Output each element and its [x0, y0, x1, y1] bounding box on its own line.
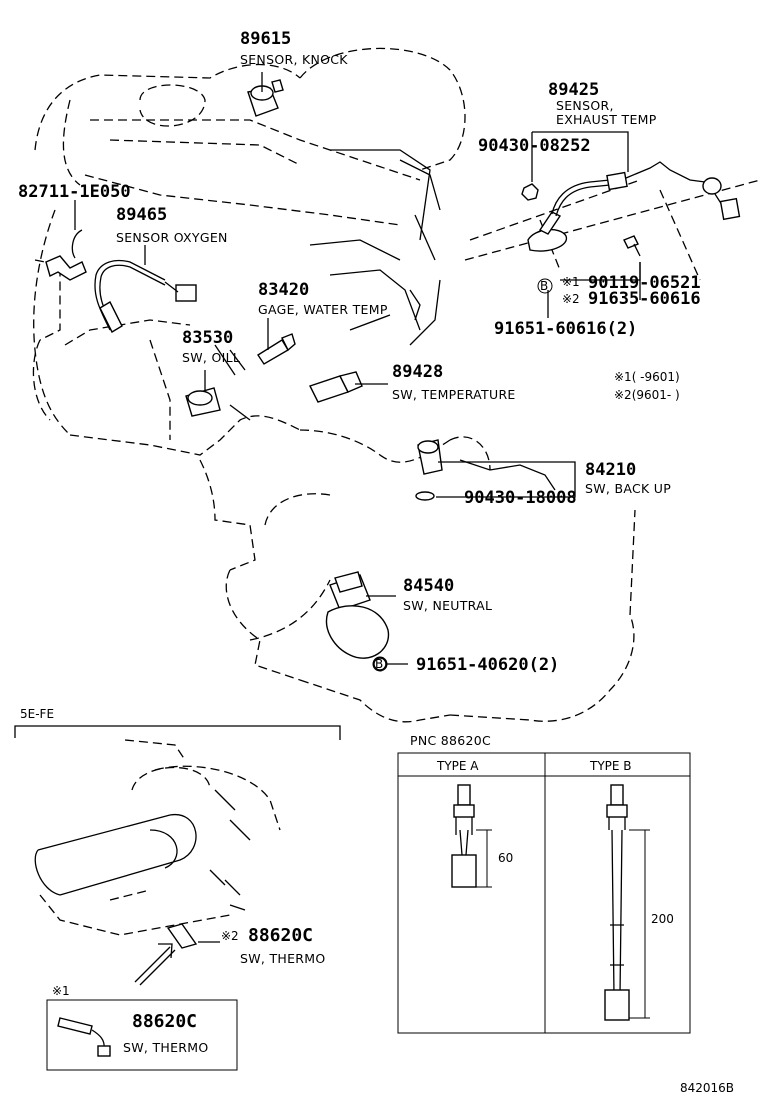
part-name-oil-switch: SW, OILL: [182, 350, 240, 365]
revision-note-1: ※1( -9601): [614, 370, 680, 384]
part-number-91635: 91635-60616: [588, 289, 701, 309]
leader-lines: [74, 72, 641, 943]
part-number-89425: 89425: [548, 80, 599, 100]
type-a-switch-drawing: [451, 784, 492, 888]
pnc-title: PNC 88620C: [410, 733, 491, 748]
inset-thermo-switch-drawing: [57, 1017, 111, 1057]
revision-mark-thermo: ※2: [221, 929, 239, 943]
part-number-83420: 83420: [258, 280, 309, 300]
part-number-88620c-inset: 88620C: [132, 1011, 197, 1032]
exhaust-temp-sensor-drawing: [464, 161, 760, 281]
part-number-90430-08252: 90430-08252: [478, 136, 591, 156]
part-name-oxygen-sensor: SENSOR OXYGEN: [116, 230, 228, 245]
pnc-type-a-header: TYPE A: [436, 759, 479, 773]
variant-bracket: [14, 725, 341, 740]
pnc-table-frame: [397, 752, 691, 1034]
water-temp-gauge-drawing: [257, 333, 296, 365]
bolt-callout-letter: B: [540, 279, 548, 293]
engine-variant-label: 5E-FE: [20, 707, 54, 721]
part-number-84210: 84210: [585, 460, 636, 480]
5efe-engine-drawing: [34, 739, 281, 986]
knock-sensor-drawing: [247, 79, 284, 117]
part-number-89615: 89615: [240, 29, 291, 49]
bolt-callout-circle-2: [372, 656, 388, 672]
backup-switch-drawing: [415, 439, 443, 501]
inset-mark: ※1: [52, 984, 70, 998]
drawing-code: 842016B: [680, 1081, 734, 1095]
part-name-exhaust-sensor-line1: SENSOR,: [556, 98, 614, 113]
part-name-neutral-switch: SW, NEUTRAL: [403, 598, 492, 613]
part-number-84540: 84540: [403, 576, 454, 596]
part-name-knock-sensor: SENSOR, KNOCK: [240, 52, 348, 67]
inset-box: [46, 999, 238, 1071]
oxygen-sensor-drawing: [45, 229, 197, 333]
part-number-83530: 83530: [182, 328, 233, 348]
neutral-switch-drawing: [325, 571, 390, 671]
part-number-89428: 89428: [392, 362, 443, 382]
part-number-90430-18008: 90430-18008: [464, 488, 577, 508]
engine-outline: [32, 47, 636, 723]
part-number-91651-40620: 91651-40620(2): [416, 655, 559, 675]
revision-mark-2: ※2: [562, 292, 580, 306]
temperature-switch-drawing: [309, 371, 363, 403]
revision-note-2: ※2(9601- ): [614, 388, 680, 402]
part-name-backup-switch: SW, BACK UP: [585, 481, 671, 496]
part-number-88620c: 88620C: [248, 925, 313, 946]
part-number-90119: 90119-06521: [588, 273, 701, 293]
type-b-switch-drawing: [604, 784, 650, 1021]
part-number-91651-60616: 91651-60616(2): [494, 319, 637, 339]
type-b-dimension: 200: [651, 912, 674, 926]
type-a-dimension: 60: [498, 851, 513, 865]
part-number-82711: 82711-1E050: [18, 182, 131, 202]
part-number-89465: 89465: [116, 205, 167, 225]
bolt-callout-circle: [537, 278, 553, 294]
part-name-exhaust-sensor-line2: EXHAUST TEMP: [556, 112, 657, 127]
pnc-type-b-header: TYPE B: [589, 759, 632, 773]
part-name-water-temp-gauge: GAGE, WATER TEMP: [258, 302, 388, 317]
oil-switch-drawing: [185, 387, 221, 417]
bolt-callout-letter-2: B: [375, 657, 383, 671]
part-name-temperature-switch: SW, TEMPERATURE: [392, 387, 516, 402]
part-name-thermo-switch-inset: SW, THERMO: [123, 1040, 208, 1055]
revision-mark-1: ※1: [562, 275, 580, 289]
part-name-thermo-switch: SW, THERMO: [240, 951, 325, 966]
